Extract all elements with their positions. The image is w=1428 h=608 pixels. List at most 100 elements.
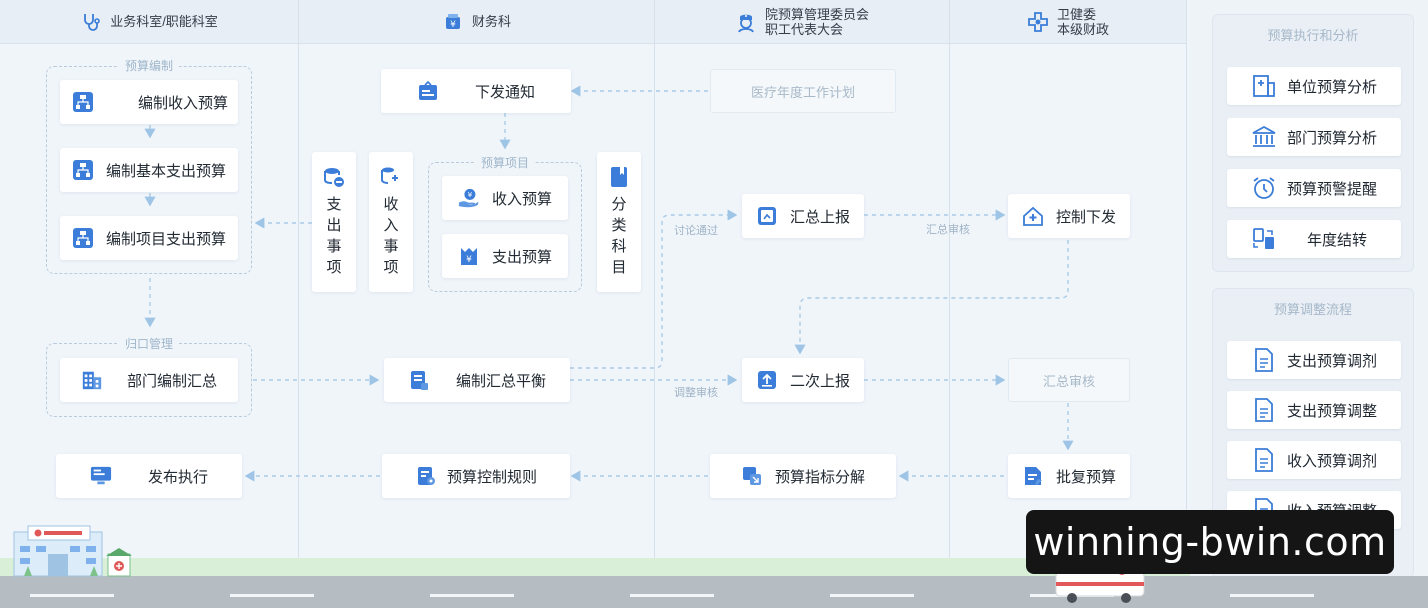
node-label: 批复预算 [1055, 468, 1116, 486]
edge-label-adjust-review: 调整审核 [674, 387, 718, 399]
monitor-icon [90, 465, 112, 487]
node-char: 类 [611, 217, 627, 234]
org-chart-icon [72, 159, 94, 181]
road-marking [430, 594, 514, 597]
lane-divider [1186, 0, 1187, 560]
alarm-clock-icon [1251, 175, 1277, 201]
node-income-items[interactable]: 收 入 事 项 [369, 152, 413, 292]
lane-title: 财务科 [471, 14, 511, 29]
node-label: 下发通知 [474, 83, 535, 101]
node-label: 预算控制规则 [446, 468, 537, 486]
lane-title-line-2: 职工代表大会 [764, 21, 843, 37]
coins-plus-icon [380, 166, 402, 188]
group-label: 归口管理 [118, 335, 180, 352]
svg-text:¥: ¥ [466, 255, 472, 265]
edge-label-summary-review: 汇总审核 [926, 224, 970, 236]
institution-icon [1251, 124, 1277, 150]
panel-item-label: 支出预算调剂 [1287, 352, 1378, 370]
arrow-control-to-second [794, 240, 1069, 355]
panel-title: 预算调整流程 [1273, 302, 1352, 317]
node-char: 收 [383, 196, 399, 213]
panel-item-unit-analysis[interactable]: 单位预算分析 [1227, 67, 1401, 105]
node-indicator-decompose[interactable]: 预算指标分解 [710, 454, 896, 498]
svg-text:¥: ¥ [468, 190, 473, 199]
node-control-rules[interactable]: 预算控制规则 [382, 454, 570, 498]
notice-board-icon [417, 80, 439, 102]
panel-item-dept-analysis[interactable]: 部门预算分析 [1227, 118, 1401, 156]
node-expense-items[interactable]: 支 出 事 项 [312, 152, 356, 292]
node-category-subject[interactable]: 分 类 科 目 [597, 152, 641, 292]
node-char: 事 [383, 238, 399, 255]
node-label: 控制下发 [1055, 208, 1116, 226]
node-second-report[interactable]: 二次上报 [742, 358, 864, 402]
group-label: 预算编制 [118, 57, 180, 74]
road-marking [230, 594, 314, 597]
lane-divider [298, 0, 299, 560]
panel-item-expense-transfer[interactable]: 支出预算调剂 [1227, 341, 1401, 379]
node-income-budget[interactable]: ¥ 收入预算 [442, 176, 568, 220]
node-expense-budget[interactable]: ¥ 支出预算 [442, 234, 568, 278]
panel-item-label: 预算预警提醒 [1287, 180, 1378, 198]
node-char: 事 [326, 238, 342, 255]
org-chart-icon [72, 227, 94, 249]
road-marking [30, 594, 114, 597]
panel-item-income-transfer[interactable]: 收入预算调剂 [1227, 441, 1401, 479]
node-summary-report[interactable]: 汇总上报 [742, 194, 864, 238]
road-marking [630, 594, 714, 597]
split-window-icon [741, 465, 763, 487]
lane-divider [654, 0, 655, 560]
node-annual-plan[interactable]: 医疗年度工作计划 [710, 69, 896, 113]
wallet-icon: ¥ [458, 245, 480, 267]
panel-item-expense-adjust[interactable]: 支出预算调整 [1227, 391, 1401, 429]
hospital-building-icon [1251, 73, 1277, 99]
nurse-icon [735, 11, 757, 33]
node-publish[interactable]: 发布执行 [56, 454, 242, 498]
panel-item-warning[interactable]: 预算预警提醒 [1227, 169, 1401, 207]
node-char: 项 [383, 259, 399, 276]
document-icon [1251, 447, 1277, 473]
home-cross-icon [1022, 205, 1044, 227]
node-label: 二次上报 [789, 372, 850, 390]
lane-header-committee: 院预算管理委员会 职工代表大会 [655, 0, 949, 44]
node-issue-notice[interactable]: 下发通知 [381, 69, 571, 113]
node-char: 科 [611, 238, 627, 255]
stethoscope-icon [80, 11, 102, 33]
panel-title: 预算执行和分析 [1267, 28, 1359, 43]
lane-header-health-commission: 卫健委 本级财政 [950, 0, 1186, 44]
node-prep-basic-expense[interactable]: 编制基本支出预算 [60, 148, 238, 192]
node-control-issue[interactable]: 控制下发 [1008, 194, 1130, 238]
node-approve-budget[interactable]: 批复预算 [1008, 454, 1130, 498]
node-label: 编制基本支出预算 [106, 162, 227, 180]
node-balance[interactable]: 编制汇总平衡 [384, 358, 570, 402]
road-marking [1230, 594, 1314, 597]
lane-header-business-dept: 业务科室/职能科室 [0, 0, 298, 44]
panel-item-year-transfer[interactable]: 年度结转 [1227, 220, 1401, 258]
upload-icon [756, 369, 778, 391]
node-label: 支出预算 [491, 248, 552, 266]
node-prep-project-expense[interactable]: 编制项目支出预算 [60, 216, 238, 260]
lane-title-line-1: 院预算管理委员会 [764, 6, 869, 22]
lane-title-line-1: 卫健委 [1056, 6, 1096, 22]
node-label: 部门编制汇总 [126, 372, 217, 390]
node-summary-review[interactable]: 汇总审核 [1008, 358, 1130, 402]
node-label: 编制汇总平衡 [455, 372, 546, 390]
node-prep-income[interactable]: 编制收入预算 [60, 80, 238, 124]
coins-minus-icon [323, 166, 345, 188]
medical-cross-icon [1027, 11, 1049, 33]
node-label: 编制收入预算 [138, 94, 229, 112]
node-char: 入 [383, 217, 399, 234]
panel-budget-analysis: 预算执行和分析 单位预算分析 部门预算分析 预算预警提醒 年度结转 [1212, 14, 1414, 272]
node-dept-summary[interactable]: 部门编制汇总 [60, 358, 238, 402]
node-label: 医疗年度工作计划 [750, 84, 855, 100]
group-label: 预算项目 [474, 154, 536, 171]
money-hand-icon: ¥ [458, 187, 480, 209]
panel-item-label: 收入预算调剂 [1287, 452, 1378, 470]
node-label: 预算指标分解 [774, 468, 865, 486]
panel-item-label: 部门预算分析 [1287, 129, 1378, 147]
lane-header-finance: ¥ 财务科 [299, 0, 654, 44]
node-label: 汇总审核 [1042, 373, 1095, 389]
edge-label-discussion: 讨论通过 [674, 225, 718, 237]
bookmark-book-icon [608, 166, 630, 188]
org-chart-icon [72, 91, 94, 113]
